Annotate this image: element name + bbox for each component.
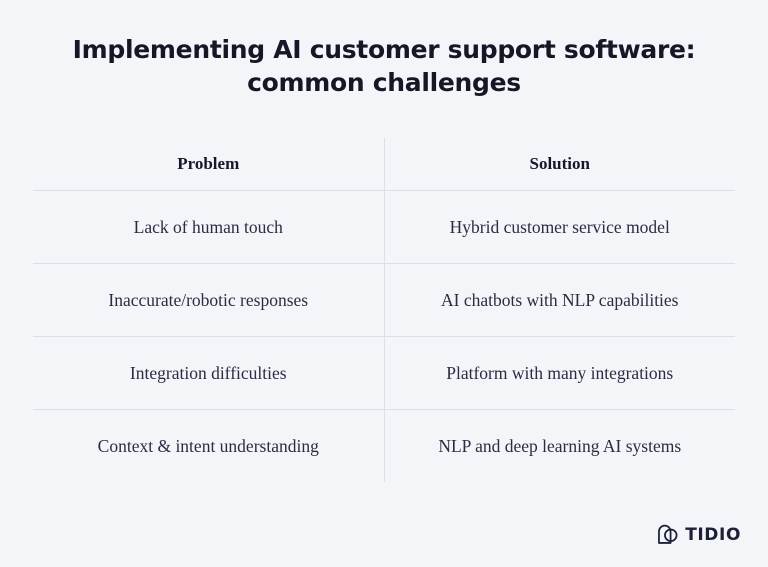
tidio-bubble-circle-logo-icon — [658, 524, 678, 544]
cell-problem: Lack of human touch — [33, 190, 384, 264]
table-row: Inaccurate/robotic responses AI chatbots… — [33, 263, 735, 337]
page-title-line-2: common challenges — [247, 68, 521, 97]
cell-solution: Platform with many integrations — [383, 336, 735, 410]
cell-solution: Hybrid customer service model — [383, 190, 735, 264]
cell-problem: Context & intent understanding — [97, 435, 319, 456]
problem-solution-table-container: Problem Solution Lack of human touch Hyb… — [33, 138, 735, 482]
column-header-solution: Solution — [383, 138, 735, 191]
table-header-row: Problem Solution — [33, 138, 735, 191]
table-row: Context & intent understanding NLP and d… — [33, 409, 735, 482]
problem-solution-table: Problem Solution Lack of human touch Hyb… — [33, 138, 735, 482]
table-body: Lack of human touch Hybrid customer serv… — [33, 190, 735, 482]
tidio-logo: TIDIO — [656, 523, 741, 547]
table-row: Integration difficulties Platform with m… — [33, 336, 735, 410]
column-header-problem: Problem — [33, 138, 384, 191]
cell-problem: Integration difficulties — [33, 336, 384, 410]
cell-solution: NLP and deep learning AI systems — [383, 409, 735, 482]
page-title-line-1: Implementing AI customer support softwar… — [72, 35, 696, 64]
cell-solution: AI chatbots with NLP capabilities — [383, 263, 735, 337]
table-header: Problem Solution — [33, 138, 735, 191]
cell-problem: Inaccurate/robotic responses — [33, 263, 384, 337]
tidio-wordmark: TIDIO — [685, 524, 741, 545]
page-title: Implementing AI customer support softwar… — [0, 33, 768, 99]
table-row: Lack of human touch Hybrid customer serv… — [33, 190, 735, 264]
